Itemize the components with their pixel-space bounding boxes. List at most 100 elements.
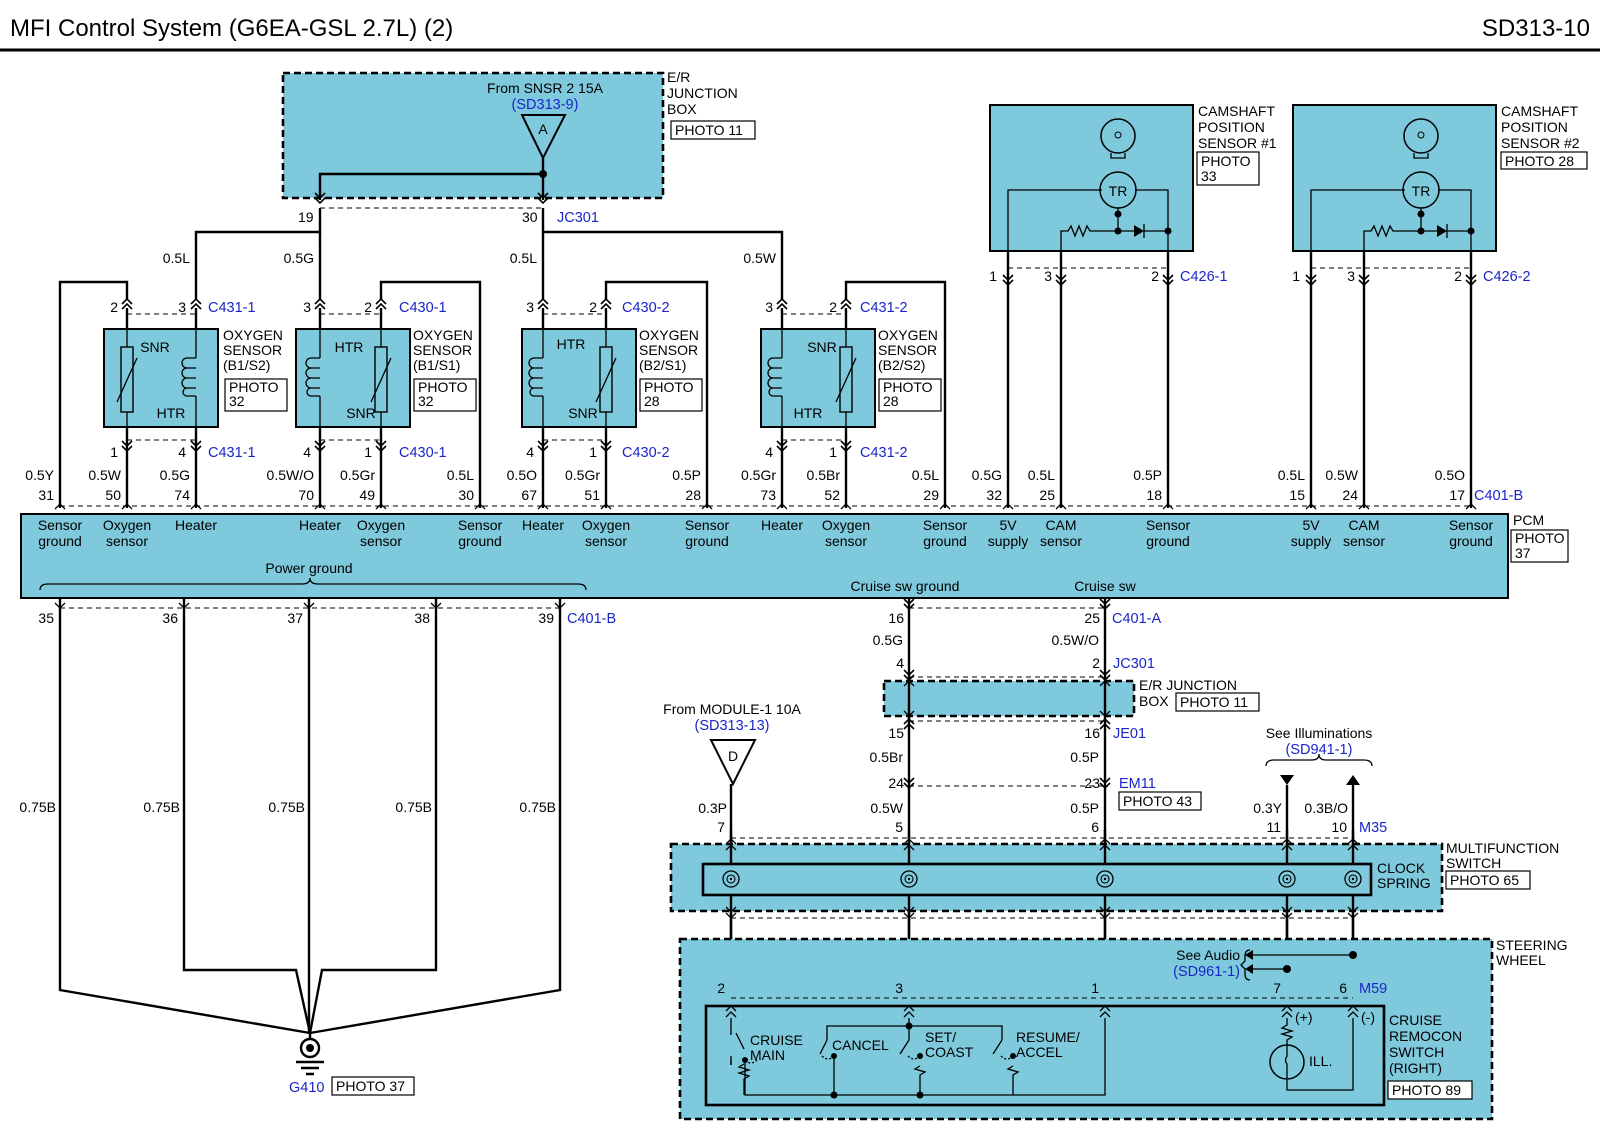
wire-label: 0.5P (1070, 749, 1099, 765)
wire-label: 0.5L (1028, 467, 1055, 483)
pin-label: 67 (521, 487, 537, 503)
wire-label: 0.5P (1133, 467, 1162, 483)
pin-label: 6 (1339, 980, 1347, 996)
pin-label: 38 (414, 610, 430, 626)
wire-label: 0.5Br (870, 749, 904, 765)
audio-ref-link[interactable]: (SD961-1) (1173, 964, 1240, 980)
connector-label: C426-1 (1180, 269, 1228, 285)
pin-label: 4 (896, 655, 904, 671)
pin-label: 51 (584, 487, 600, 503)
source-ref-link[interactable]: (SD313-13) (695, 718, 770, 734)
heater-label: HTR (157, 405, 186, 421)
cruise-path: 16 25 C401-A 0.5G 0.5W/O 4 2 JC301 E/R J… (870, 598, 1260, 1018)
pin-label: 52 (824, 487, 840, 503)
wire-label: 0.3B/O (1304, 800, 1348, 816)
connector-jc301: JC301 (557, 210, 599, 226)
power-ground-label: Power ground (265, 560, 352, 576)
wire-label: 0.5Gr (741, 467, 776, 483)
pin-label: 4 (303, 444, 311, 460)
pcm-terminal-label: Heater (522, 517, 564, 533)
illum-ref-link[interactable]: (SD941-1) (1286, 742, 1353, 758)
page-title: MFI Control System (G6EA-GSL 2.7L) (2) (10, 15, 453, 42)
source-connector-label: D (728, 748, 738, 764)
pin-label: 2 (110, 299, 118, 315)
wire-label: 0.3Y (1253, 800, 1282, 816)
pin-label: 1 (1292, 268, 1300, 284)
pin-label: 28 (685, 487, 701, 503)
wire-label: 0.5G (160, 467, 190, 483)
source-connector-label: A (538, 121, 548, 137)
heater-label: HTR (557, 336, 586, 352)
ground-id: G410 (289, 1080, 324, 1096)
pin-label: 35 (38, 610, 54, 626)
wire-label: 0.5G (284, 250, 314, 266)
pin-label: 73 (760, 487, 776, 503)
pin-label: 24 (888, 775, 904, 791)
pin-label: 3 (303, 299, 311, 315)
pin-label: 2 (1151, 268, 1159, 284)
connector-label: JE01 (1113, 726, 1146, 742)
connector-label: C431-2 (860, 445, 908, 461)
power-ground-wires: C401-B G410 PHOTO 37 350.75B360.75B370.7… (19, 598, 616, 1096)
source-ref-link[interactable]: (SD313-9) (512, 97, 579, 113)
header: MFI Control System (G6EA-GSL 2.7L) (2) S… (0, 15, 1600, 52)
pin-label: 49 (359, 487, 375, 503)
wire-label: 0.5W/O (1052, 632, 1100, 648)
pin-label: 1 (829, 444, 837, 460)
sensor-label: SNR (807, 339, 837, 355)
wire-label: 0.5Y (25, 467, 54, 483)
heater-label: HTR (335, 339, 364, 355)
switch-cancel: CANCEL (832, 1037, 889, 1053)
sensor-label: SNR (140, 339, 170, 355)
pin-label: 29 (923, 487, 939, 503)
pin-label: 2 (829, 299, 837, 315)
connector-label: C401-A (1112, 611, 1161, 627)
photo-ref: PHOTO 11 (1180, 694, 1248, 710)
pin-30: 30 (522, 209, 538, 225)
wire-label: 0.5W (88, 467, 121, 483)
pin-label: 25 (1039, 487, 1055, 503)
heater-label: HTR (794, 405, 823, 421)
switch-set-coast: SET/COAST (925, 1029, 974, 1060)
wire-label: 0.5W (743, 250, 776, 266)
pin-label: 6 (1091, 819, 1099, 835)
pin-label: 18 (1146, 487, 1162, 503)
wire-label: 0.5L (163, 250, 190, 266)
pin-label: 50 (105, 487, 121, 503)
connector-label: EM11 (1119, 776, 1156, 792)
wire-label: 0.3P (698, 800, 727, 816)
sensor-label: SNR (346, 405, 376, 421)
pin-label: 2 (1454, 268, 1462, 284)
photo-ref: PHOTO 43 (1123, 793, 1192, 809)
wire-label: 0.5Gr (340, 467, 375, 483)
pin-label: 31 (38, 487, 54, 503)
pin-label: 1 (989, 268, 997, 284)
connector-label: M59 (1359, 981, 1387, 997)
pin-label: 2 (1092, 655, 1100, 671)
pin-label: 3 (526, 299, 534, 315)
pin-label: 7 (717, 819, 725, 835)
